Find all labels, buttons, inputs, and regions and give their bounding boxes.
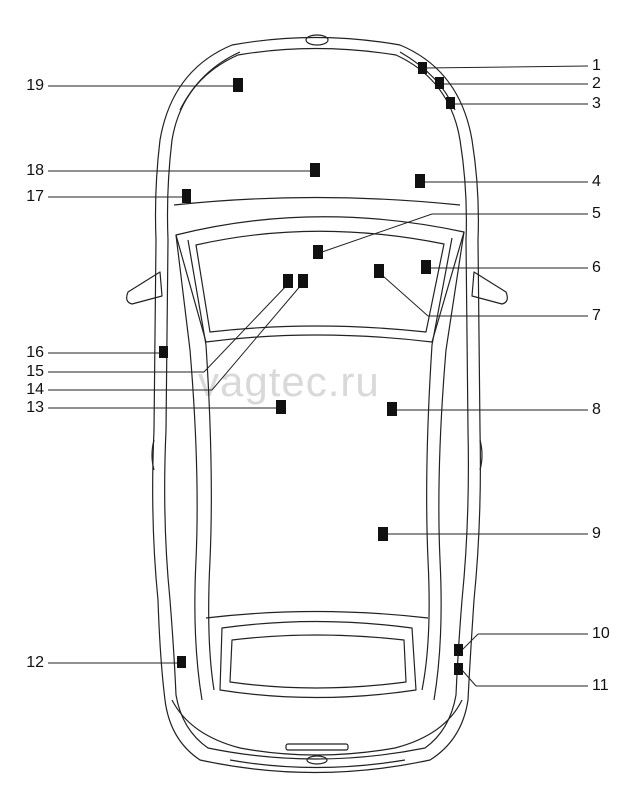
windshield — [175, 216, 465, 343]
leader-5 — [321, 213, 433, 253]
hood-seam — [179, 51, 456, 111]
component-marker-8 — [387, 402, 397, 416]
component-marker-7 — [374, 264, 384, 278]
rear-logo — [306, 755, 328, 765]
component-marker-1 — [418, 62, 427, 74]
callout-label-14: 14 — [26, 381, 44, 398]
component-marker-17 — [182, 189, 191, 203]
watermark: vagtec.ru — [198, 358, 380, 405]
component-marker-10 — [454, 644, 463, 656]
callout-label-17: 17 — [26, 188, 44, 205]
callout-label-11: 11 — [592, 677, 609, 694]
callout-label-1: 1 — [592, 57, 601, 74]
component-marker-19 — [233, 78, 243, 92]
callout-label-4: 4 — [592, 173, 601, 190]
door-handle-left — [151, 439, 155, 471]
callout-label-12: 12 — [26, 654, 44, 671]
callout-label-19: 19 — [26, 77, 44, 94]
component-marker-5 — [313, 245, 323, 259]
callout-label-7: 7 — [592, 307, 601, 324]
car-body-inner-line — [164, 47, 469, 760]
roof-rail-right — [433, 231, 465, 701]
roof-rail-left — [175, 234, 203, 701]
roof-rail-right-inner — [421, 237, 453, 691]
rear-roof-line — [205, 610, 429, 619]
leader-7 — [382, 275, 429, 317]
component-marker-13 — [276, 400, 286, 414]
component-marker-18 — [310, 163, 320, 177]
component-marker-2 — [435, 77, 444, 89]
callout-label-15: 15 — [26, 363, 44, 380]
door-handle-right — [479, 439, 483, 471]
component-marker-14 — [298, 274, 308, 288]
component-marker-16 — [159, 346, 168, 358]
callout-label-18: 18 — [26, 162, 44, 179]
leader-15b — [203, 283, 289, 373]
component-marker-15 — [283, 274, 293, 288]
component-marker-6 — [421, 260, 431, 274]
mirror-left — [126, 271, 163, 305]
callout-label-2: 2 — [592, 75, 601, 92]
leader-10 — [461, 633, 479, 651]
component-marker-11 — [454, 663, 463, 675]
front-logo — [305, 34, 329, 46]
callout-label-3: 3 — [592, 95, 601, 112]
callout-label-16: 16 — [26, 344, 44, 361]
rear-bumper-lower — [229, 759, 406, 769]
callout-label-13: 13 — [26, 399, 44, 416]
rear-bumper — [171, 699, 463, 756]
leader-14b — [211, 283, 303, 391]
component-marker-3 — [446, 97, 455, 109]
rear-window — [219, 620, 417, 699]
car-body-outline — [152, 36, 481, 774]
hood-edge — [173, 196, 461, 206]
rear-emblem — [285, 743, 349, 751]
callout-label-6: 6 — [592, 259, 601, 276]
callout-label-10: 10 — [592, 625, 610, 642]
callout-label-8: 8 — [592, 401, 601, 418]
roof-rail-left-inner — [187, 239, 215, 691]
component-marker-12 — [177, 656, 186, 668]
callout-label-9: 9 — [592, 525, 601, 542]
component-marker-4 — [415, 174, 425, 188]
windshield-inner — [195, 230, 445, 333]
component-marker-9 — [378, 527, 388, 541]
callout-label-5: 5 — [592, 205, 601, 222]
leader-11 — [461, 669, 477, 687]
leader-1 — [425, 65, 589, 69]
mirror-right — [471, 271, 508, 305]
rear-window-inner — [229, 634, 407, 689]
